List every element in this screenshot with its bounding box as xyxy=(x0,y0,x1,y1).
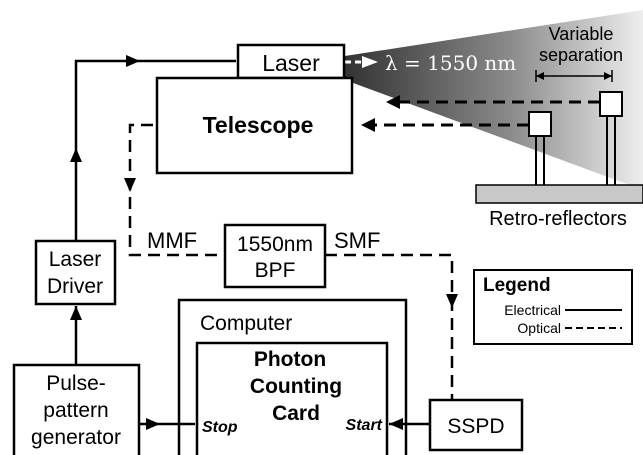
mmf-label: MMF xyxy=(147,228,197,253)
card-label-2: Counting xyxy=(250,375,342,398)
legend-box xyxy=(473,269,633,345)
telescope-box xyxy=(155,76,354,175)
card-label-1: Photon xyxy=(254,348,326,371)
bandpass-filter-box xyxy=(223,223,327,289)
wavelength-label: λ = 1550 nm xyxy=(385,51,516,75)
sspd-box xyxy=(428,398,524,452)
retro-reflectors-label: Retro-reflectors xyxy=(489,208,627,230)
smf-label: SMF xyxy=(334,228,380,253)
card-label-3: Card xyxy=(272,402,320,425)
laser-box xyxy=(236,43,346,80)
laser-label: Laser xyxy=(262,50,320,76)
ppg-label-3: generator xyxy=(31,426,121,449)
laser-beam xyxy=(345,10,643,190)
pulse-pattern-generator-box xyxy=(12,363,141,455)
ppg-label-2: pattern xyxy=(43,399,108,422)
stop-label: Stop xyxy=(202,419,238,436)
legend-optical-label: Optical xyxy=(517,320,561,336)
legend-title: Legend xyxy=(483,275,551,296)
photon-counting-card-box xyxy=(195,341,389,455)
start-label: Start xyxy=(346,417,383,434)
variable-label: Variable xyxy=(549,24,614,44)
sspd-label: SSPD xyxy=(447,415,504,438)
retro-reflector-bench xyxy=(475,184,643,204)
laser-driver-label-2: Driver xyxy=(47,275,103,298)
telescope-label: Telescope xyxy=(203,112,314,138)
electrical-driver-to-laser xyxy=(74,59,236,241)
computer-label: Computer xyxy=(200,312,292,335)
retro-reflector-far xyxy=(599,91,623,185)
bpf-label-1: 1550nm xyxy=(237,233,313,256)
optical-bpf-to-sspd xyxy=(325,253,454,400)
ppg-label-1: Pulse- xyxy=(46,372,106,395)
laser-driver-box xyxy=(34,239,117,306)
laser-driver-label-1: Laser xyxy=(49,248,102,271)
legend-electrical-label: Electrical xyxy=(504,302,561,318)
separation-label: separation xyxy=(539,45,623,65)
bpf-label-2: BPF xyxy=(255,259,296,282)
